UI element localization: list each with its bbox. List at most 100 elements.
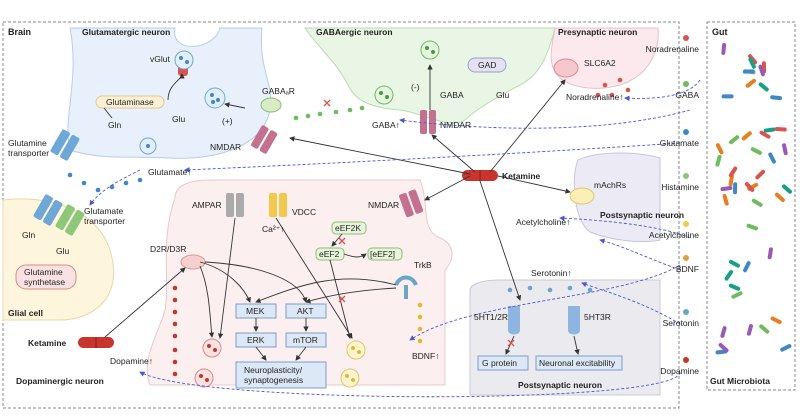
nmdar-gaba-label: NMDAR xyxy=(440,120,471,130)
vesicle-dopa-2 xyxy=(194,368,214,388)
gln-label-1: Gln xyxy=(108,120,122,130)
microbe xyxy=(751,198,763,207)
gut-label-6: Serotonin xyxy=(663,318,700,328)
dopamine-dot xyxy=(172,309,178,315)
glutamate-transporter xyxy=(55,204,85,236)
microbe xyxy=(782,143,788,156)
gut-label-5: BDNF xyxy=(676,264,699,274)
gut-marker-4 xyxy=(683,221,689,227)
gut-molecule-markers xyxy=(683,35,689,363)
dopamine-dot xyxy=(172,359,178,365)
gut-label-4: Acetylcholine xyxy=(649,230,699,240)
microbe xyxy=(724,270,734,281)
pathway-arrows xyxy=(103,64,580,361)
g-protein-label: G protein xyxy=(482,358,517,368)
glutamate-dot xyxy=(109,184,115,190)
microbe xyxy=(758,82,769,92)
noradrenaline-dot xyxy=(617,77,623,83)
microbe xyxy=(728,259,740,268)
postsynaptic-neuron-top-label: Postsynaptic neuron xyxy=(600,210,684,220)
microbe xyxy=(770,316,782,325)
serotonin-dot xyxy=(507,287,513,293)
dopamine-dot xyxy=(172,321,178,327)
inhibition-marks xyxy=(323,99,515,347)
serotonin-dot xyxy=(567,285,573,291)
erk-label: ERK xyxy=(247,335,265,345)
microbe xyxy=(742,69,755,74)
ketamine-center-label: Ketamine xyxy=(502,171,541,181)
vesicle-ca-1 xyxy=(346,340,366,360)
microbe xyxy=(715,154,722,167)
ampar-label: AMPAR xyxy=(192,200,222,210)
microbe xyxy=(746,223,759,231)
vesicle-glut-1 xyxy=(174,50,194,70)
bdnf-dot xyxy=(417,326,423,332)
mek-label: MEK xyxy=(246,306,265,316)
brain-label: Brain xyxy=(8,27,31,37)
microbe xyxy=(767,247,773,260)
gut-label-3: Histamine xyxy=(661,182,699,192)
gaba-dot xyxy=(359,105,365,111)
microbe xyxy=(720,186,733,192)
microbe xyxy=(768,152,776,164)
microbe xyxy=(741,131,752,141)
glu-label-2: Glu xyxy=(56,246,70,256)
glutamate-dot xyxy=(81,180,87,186)
eef2-label: eEF2 xyxy=(319,249,340,259)
glutamate-dot xyxy=(95,187,101,193)
microbe xyxy=(774,192,785,203)
microbe xyxy=(774,126,787,132)
noradrenaline-up-label: Noradrenaline↑ xyxy=(566,92,624,102)
serotonin-dot xyxy=(547,287,553,293)
glutamate-dot xyxy=(123,180,129,186)
presynaptic-neuron-label: Presynaptic neuron xyxy=(558,27,637,37)
gaba-dot xyxy=(347,107,353,113)
gut-label-1: GABA xyxy=(675,90,699,100)
glutaminase-label: Glutaminase xyxy=(106,97,154,107)
trkb-receptor xyxy=(394,275,418,299)
microbe xyxy=(722,193,729,206)
gabaergic-neuron-label: GABAergic neuron xyxy=(316,27,393,37)
akt-label: AKT xyxy=(297,306,314,316)
nmdar-post-receptor xyxy=(399,189,424,218)
nmdar-glut-receptor xyxy=(251,125,278,154)
gaba-up-label: GABA↑ xyxy=(372,120,400,130)
dopamine-dot xyxy=(172,371,178,377)
ht12r-receptor xyxy=(508,306,520,335)
gaba-dot xyxy=(293,115,299,121)
noradrenaline-dot xyxy=(595,92,601,98)
noradrenaline-dot xyxy=(625,87,631,93)
microbe xyxy=(728,174,734,187)
microbe xyxy=(728,135,740,145)
gut-label-2: Glutamate xyxy=(660,138,699,148)
dopamine-dot xyxy=(172,285,178,291)
gaba-dot xyxy=(305,113,311,119)
eef2p-label: [eEF2] xyxy=(370,249,395,259)
noradrenaline-dot xyxy=(602,82,608,88)
bdnf-up-label: BDNF↑ xyxy=(412,351,439,361)
gad-label: GAD xyxy=(478,60,496,70)
vesicle-ca-2 xyxy=(340,368,360,388)
vdcc-receptor xyxy=(269,193,287,217)
microbe xyxy=(728,283,741,291)
gaba-dot xyxy=(317,111,323,117)
machrs-label: mAchRs xyxy=(594,180,626,190)
gut-brain-arrows xyxy=(89,79,701,398)
neuroplasticity-box xyxy=(235,361,327,389)
gln-label-2: Gln xyxy=(22,230,36,240)
glutamatergic-neuron-label: Glutamatergic neuron xyxy=(82,27,170,37)
gut-frame xyxy=(706,21,796,391)
gut-marker-6 xyxy=(683,309,689,315)
microbe xyxy=(743,261,751,273)
microbe xyxy=(746,323,753,336)
glutaminase-box xyxy=(95,95,165,109)
ketamine-left-pill xyxy=(78,337,114,348)
microbe xyxy=(748,57,756,69)
serotonin-dot xyxy=(587,287,593,293)
microbe xyxy=(728,166,738,178)
g-protein-box xyxy=(477,355,529,371)
gabaar-label: GABAₐR xyxy=(262,86,295,96)
gut-marker-0 xyxy=(683,35,689,41)
dopamine-up-label: Dopamine↑ xyxy=(110,356,153,366)
gut-label: Gut xyxy=(712,27,728,37)
